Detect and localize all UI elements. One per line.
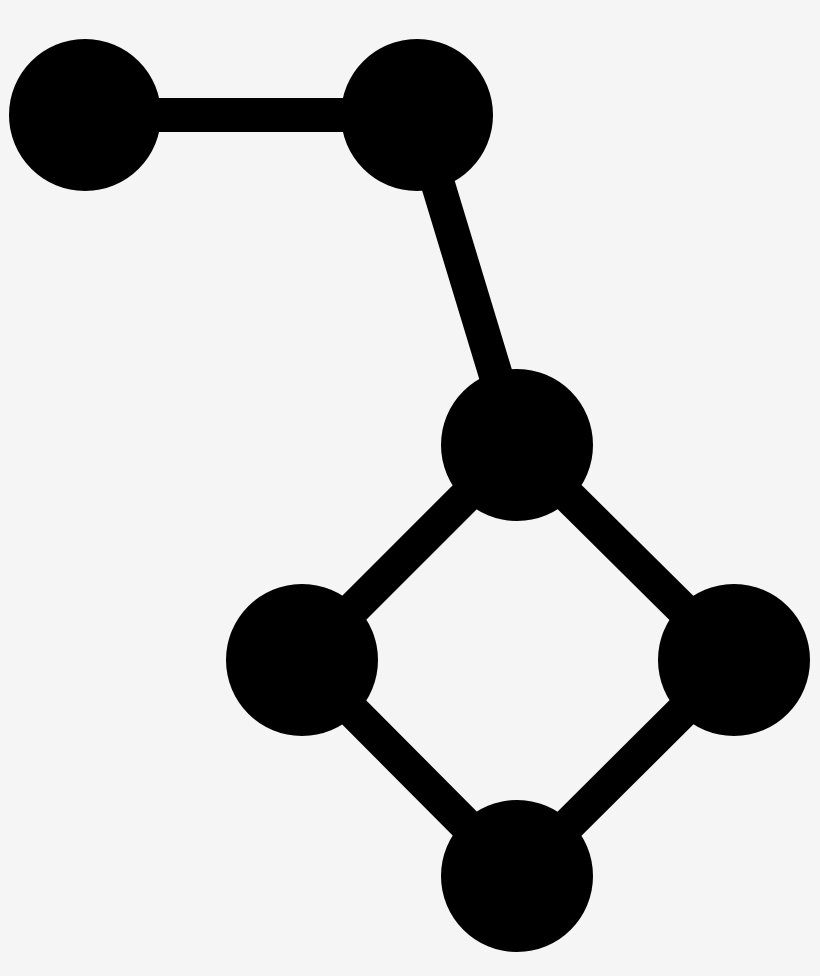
graph-nodes (9, 39, 810, 952)
node-top-right (341, 39, 493, 191)
node-top-left (9, 39, 161, 191)
node-left (226, 584, 378, 736)
node-bottom (441, 800, 593, 952)
node-center (441, 369, 593, 521)
graph-edges (68, 98, 751, 893)
node-right (658, 584, 810, 736)
